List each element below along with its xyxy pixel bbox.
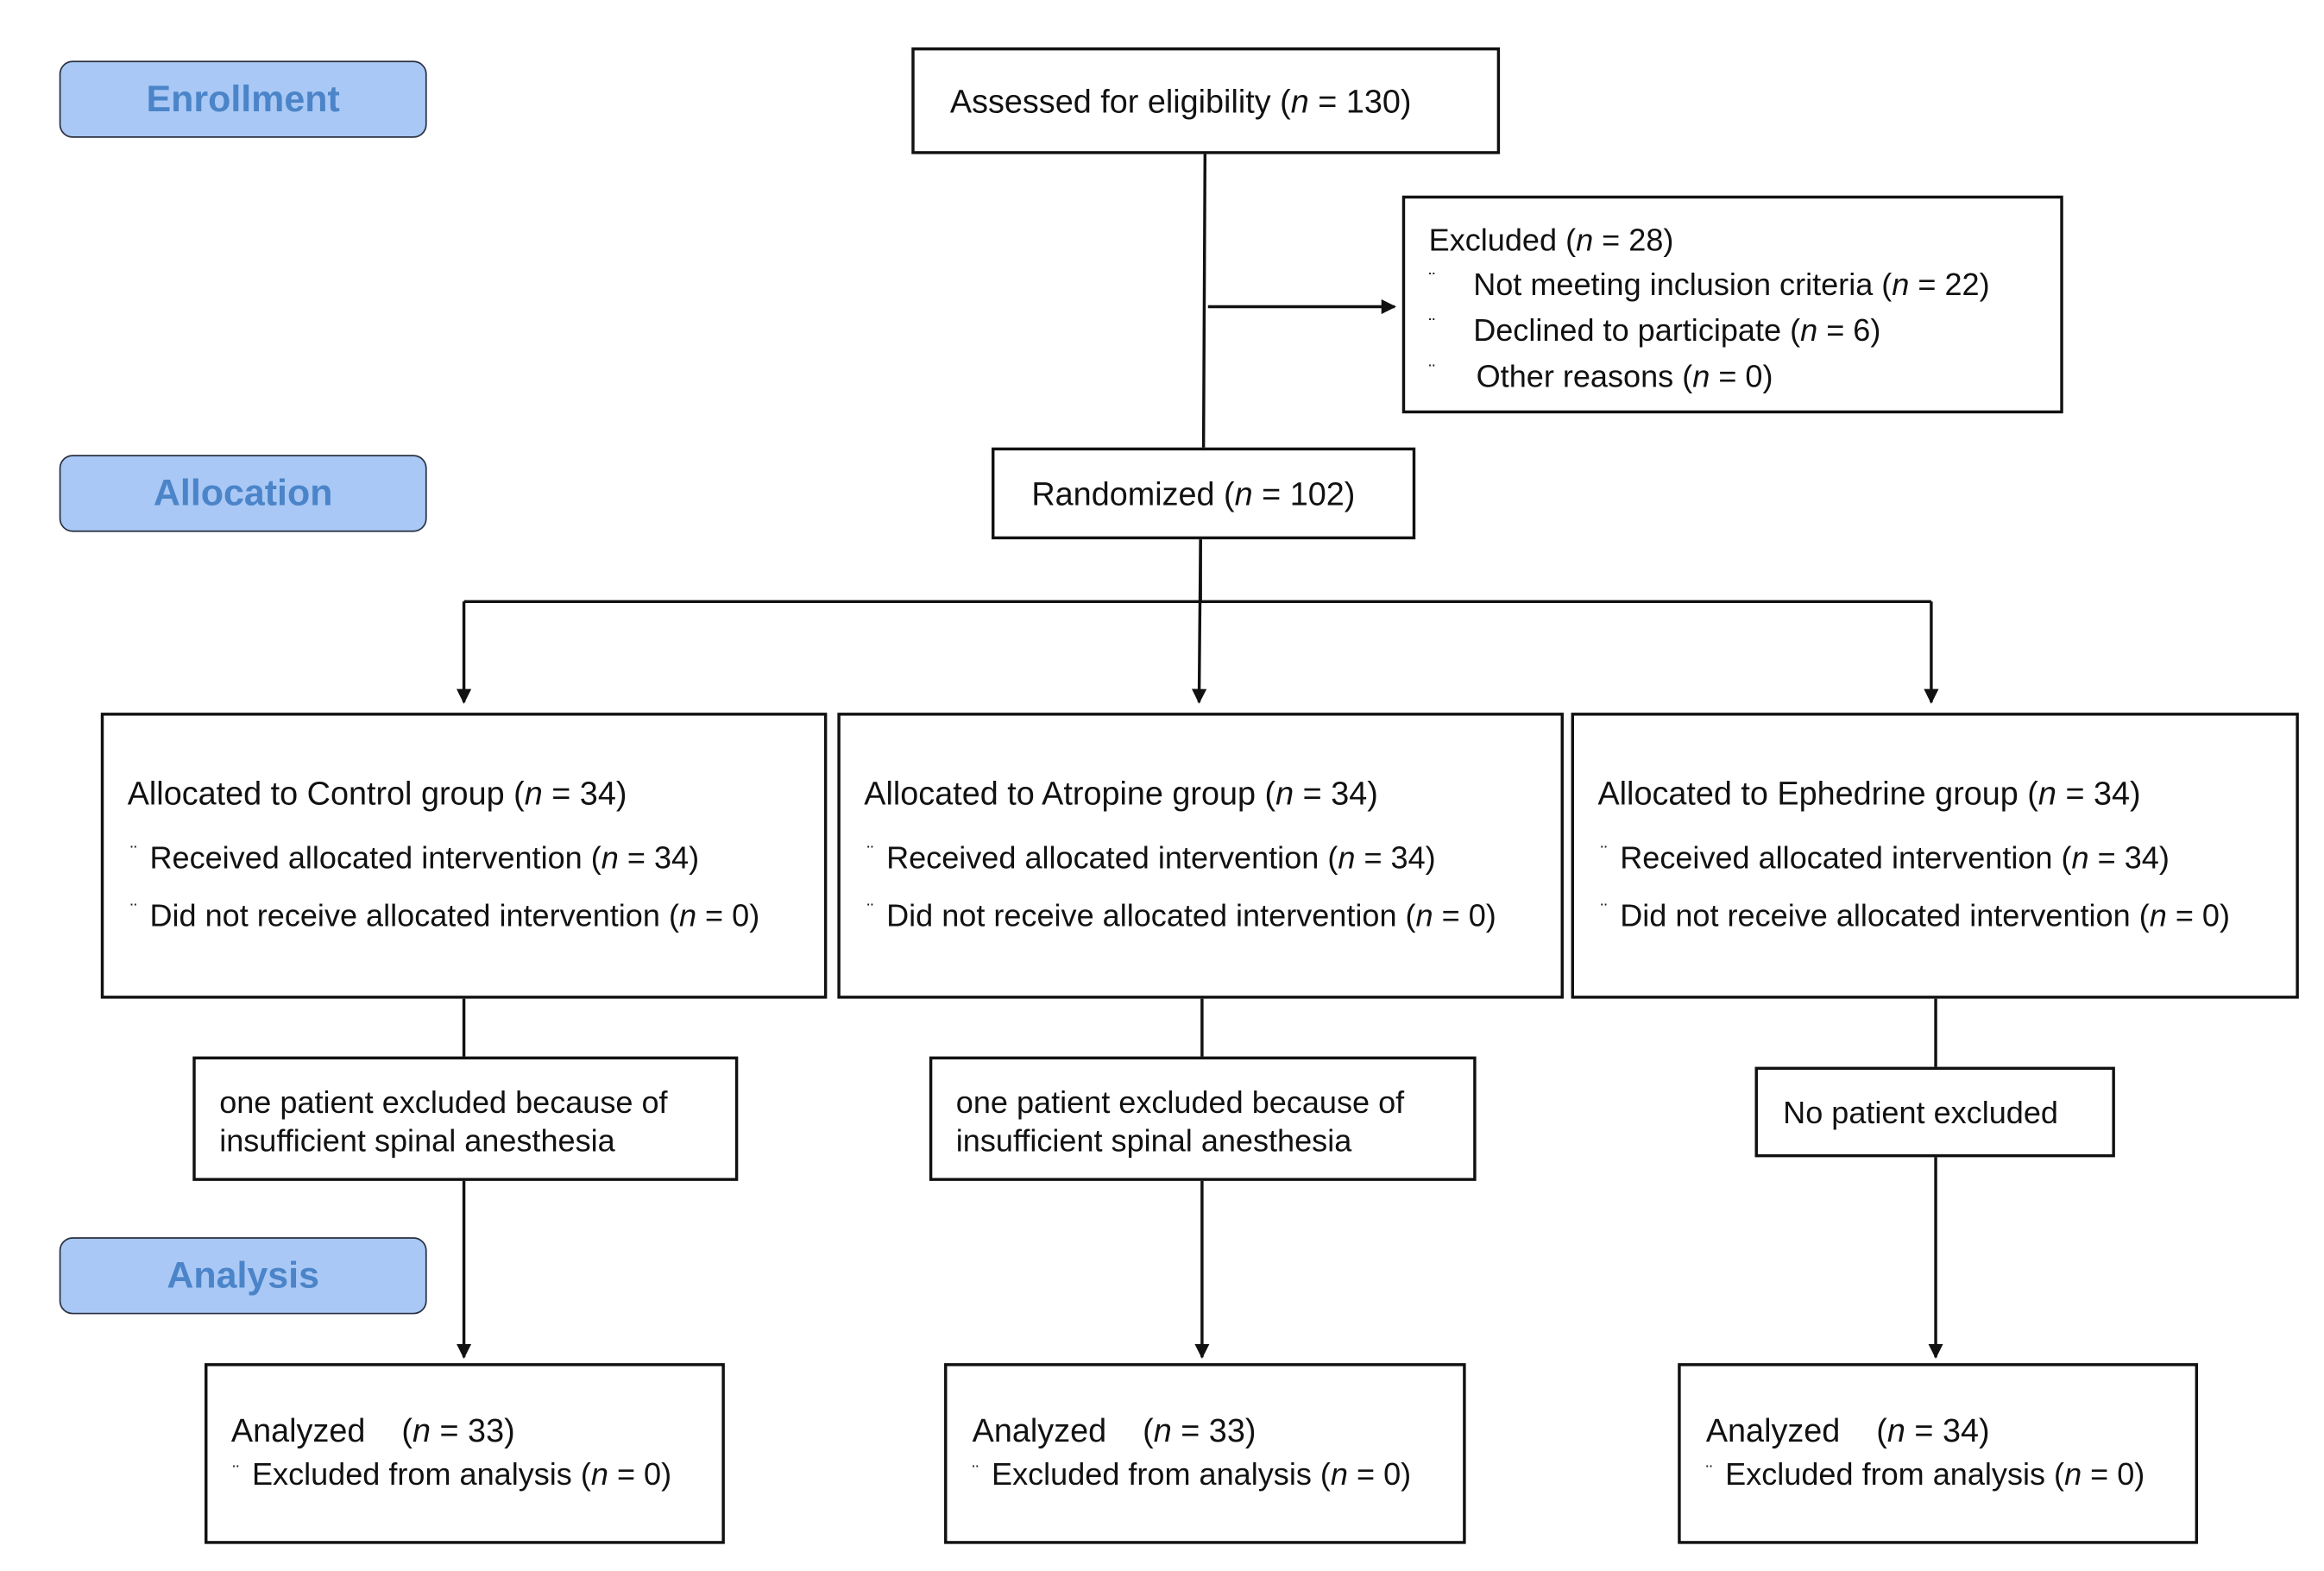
bullet-marker: ¨ [866,899,874,922]
exclusion-text-line1: one patient excluded because of [955,1085,1405,1121]
allocation-box-atropine: Allocated to Atropine group (n = 34) ¨ R… [837,713,1564,999]
excluded-item: Other reasons (n = 0) [1476,360,1773,394]
bullet-marker: ¨ [1428,360,1436,383]
analyzed-text: Analyzed (n = 33) [972,1411,1256,1449]
exclusion-text-line1: No patient excluded [1783,1096,2058,1131]
bullet-marker: ¨ [130,841,137,864]
received-text: Received allocated intervention (n = 34) [886,841,1436,877]
assessed-text: Assessed for eligibility (n = 130) [949,83,1412,121]
analyzed-text: Analyzed (n = 34) [1705,1411,1990,1449]
bullet-marker: ¨ [1428,267,1436,291]
analyzed-box-ephedrine: Analyzed (n = 34) ¨ Excluded from analys… [1678,1363,2199,1544]
analyzed-text: Analyzed (n = 33) [230,1411,515,1449]
bullet-marker: ¨ [972,1461,979,1484]
received-text: Received allocated intervention (n = 34) [1620,841,2170,877]
randomized-text: Randomized (n = 102) [1031,475,1356,513]
allocation-box-control: Allocated to Control group (n = 34) ¨ Re… [100,713,828,999]
received-text: Received allocated intervention (n = 34) [149,841,700,877]
allocated-title: Allocated to Ephedrine group (n = 34) [1597,775,2141,813]
not-received-text: Did not receive allocated intervention (… [886,899,1496,934]
bullet-marker: ¨ [1600,899,1608,922]
bullet-marker: ¨ [130,899,137,922]
excluded-from-analysis-text: Excluded from analysis (n = 0) [1725,1458,2145,1492]
randomized-box: Randomized (n = 102) [992,447,1416,540]
allocated-title: Allocated to Atropine group (n = 34) [864,775,1378,813]
bullet-marker: ¨ [1428,314,1436,336]
excluded-item: Not meeting inclusion criteria (n = 22) [1473,267,1990,303]
assessed-to-randomized-line [1201,152,1207,449]
analyzed-box-atropine: Analyzed (n = 33) ¨ Excluded from analys… [944,1363,1466,1544]
exclusion-text-line1: one patient excluded because of [219,1085,668,1121]
allocated-title: Allocated to Control group (n = 34) [127,775,627,813]
excluded-title: Excluded (n = 28) [1428,223,1674,258]
not-received-text: Did not receive allocated intervention (… [149,899,760,934]
exclusion-box-control: one patient excluded because of insuffic… [192,1056,739,1181]
excluded-box: Excluded (n = 28) ¨ Not meeting inclusio… [1401,195,2063,414]
exclusion-box-ephedrine: No patient excluded [1754,1066,2115,1158]
analyzed-box-control: Analyzed (n = 33) ¨ Excluded from analys… [205,1363,725,1544]
bullet-marker: ¨ [1600,841,1608,864]
bullet-marker: ¨ [866,841,874,864]
bullet-marker: ¨ [232,1461,240,1484]
bullet-marker: ¨ [1705,1461,1713,1484]
atropine-branch-arrow [1192,537,1207,704]
phase-label-allocation: Allocation [59,455,427,532]
excluded-item: Declined to participate (n = 6) [1473,314,1881,349]
exclusion-box-atropine: one patient excluded because of insuffic… [929,1056,1477,1181]
exclusion-text-line2: insufficient spinal anesthesia [955,1124,1352,1159]
exclusion-text-line2: insufficient spinal anesthesia [219,1124,615,1159]
allocation-box-ephedrine: Allocated to Ephedrine group (n = 34) ¨ … [1571,713,2299,999]
assessed-box: Assessed for eligibility (n = 130) [911,47,1501,154]
excluded-from-analysis-text: Excluded from analysis (n = 0) [251,1458,672,1492]
excluded-from-analysis-text: Excluded from analysis (n = 0) [992,1458,1412,1492]
phase-label-analysis: Analysis [59,1237,427,1315]
not-received-text: Did not receive allocated intervention (… [1620,899,2230,934]
phase-label-enrollment: Enrollment [59,60,427,138]
